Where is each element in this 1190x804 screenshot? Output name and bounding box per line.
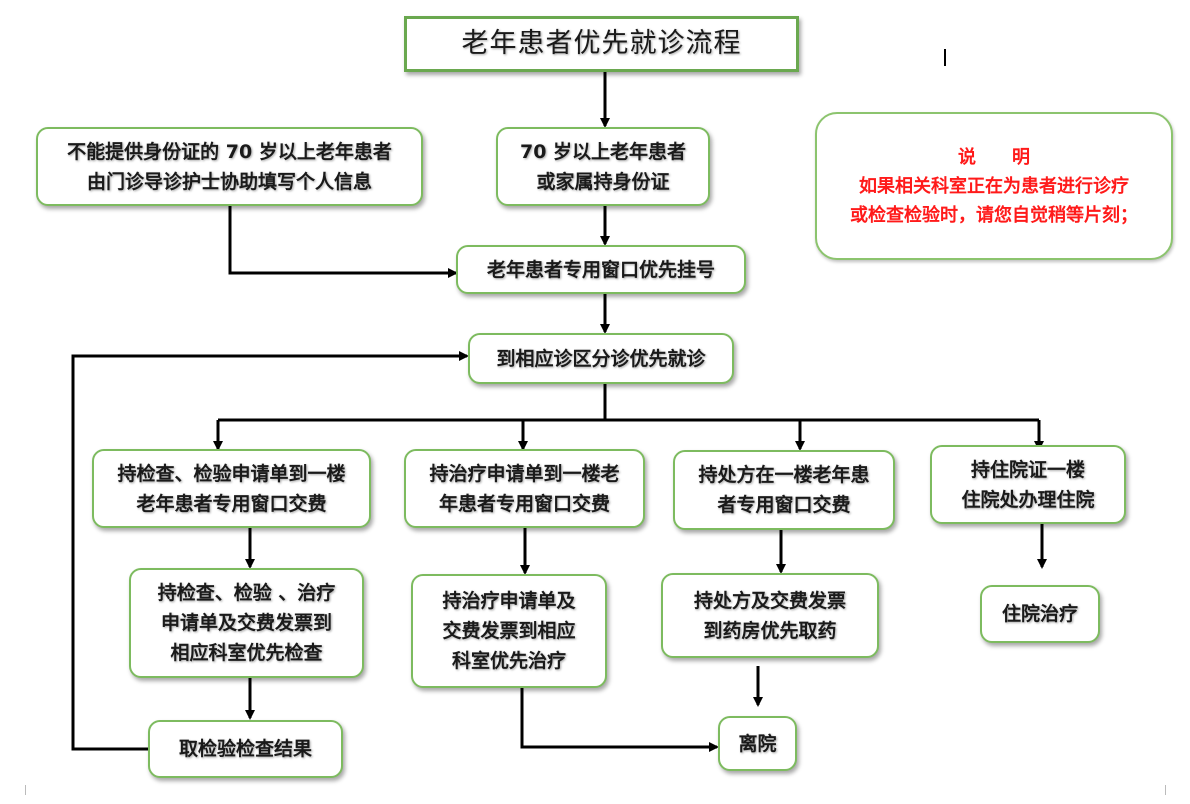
arrow-noid-to-register (228, 206, 458, 278)
node-treat-pay: 持治疗申请单到一楼老 年患者专用窗口交费 (404, 449, 645, 528)
node-exam-do: 持检查、检验 、治疗 申请单及交费发票到 相应科室优先检查 (129, 568, 364, 678)
text-cursor (944, 49, 946, 66)
note-box: 说 明 如果相关科室正在为患者进行诊疗 或检查检验时，请您自觉稍等片刻； (815, 112, 1173, 260)
node-leave: 离院 (718, 716, 797, 771)
arrow-treatdo-to-leave (520, 688, 719, 752)
node-exam-pay: 持检查、检验申请单到一楼 老年患者专用窗口交费 (92, 449, 371, 528)
note-heading: 说 明 (958, 146, 1030, 168)
node-register: 老年患者专用窗口优先挂号 (456, 245, 746, 294)
node-clinic: 到相应诊区分诊优先就诊 (468, 333, 734, 384)
node-inpatient: 住院治疗 (980, 585, 1100, 643)
page-title: 老年患者优先就诊流程 (404, 16, 799, 72)
arrow-results-to-clinic (71, 351, 469, 751)
node-rx-pay: 持处方在一楼老年患 者专用窗口交费 (673, 450, 895, 530)
node-no-id: 不能提供身份证的 70 岁以上老年患者 由门诊导诊护士协助填写个人信息 (36, 127, 423, 206)
node-treat-do: 持治疗申请单及 交费发票到相应 科室优先治疗 (411, 574, 607, 688)
page-corner-mark-left (15, 785, 26, 795)
node-rx-get: 持处方及交费发票 到药房优先取药 (661, 573, 879, 658)
note-body: 如果相关科室正在为患者进行诊疗 或检查检验时，请您自觉稍等片刻； (850, 175, 1138, 226)
node-results: 取检验检查结果 (148, 720, 343, 778)
page-corner-mark-right (1165, 785, 1176, 795)
node-with-id: 70 岁以上老年患者 或家属持身份证 (496, 127, 710, 206)
node-admit: 持住院证一楼 住院处办理住院 (930, 445, 1126, 524)
